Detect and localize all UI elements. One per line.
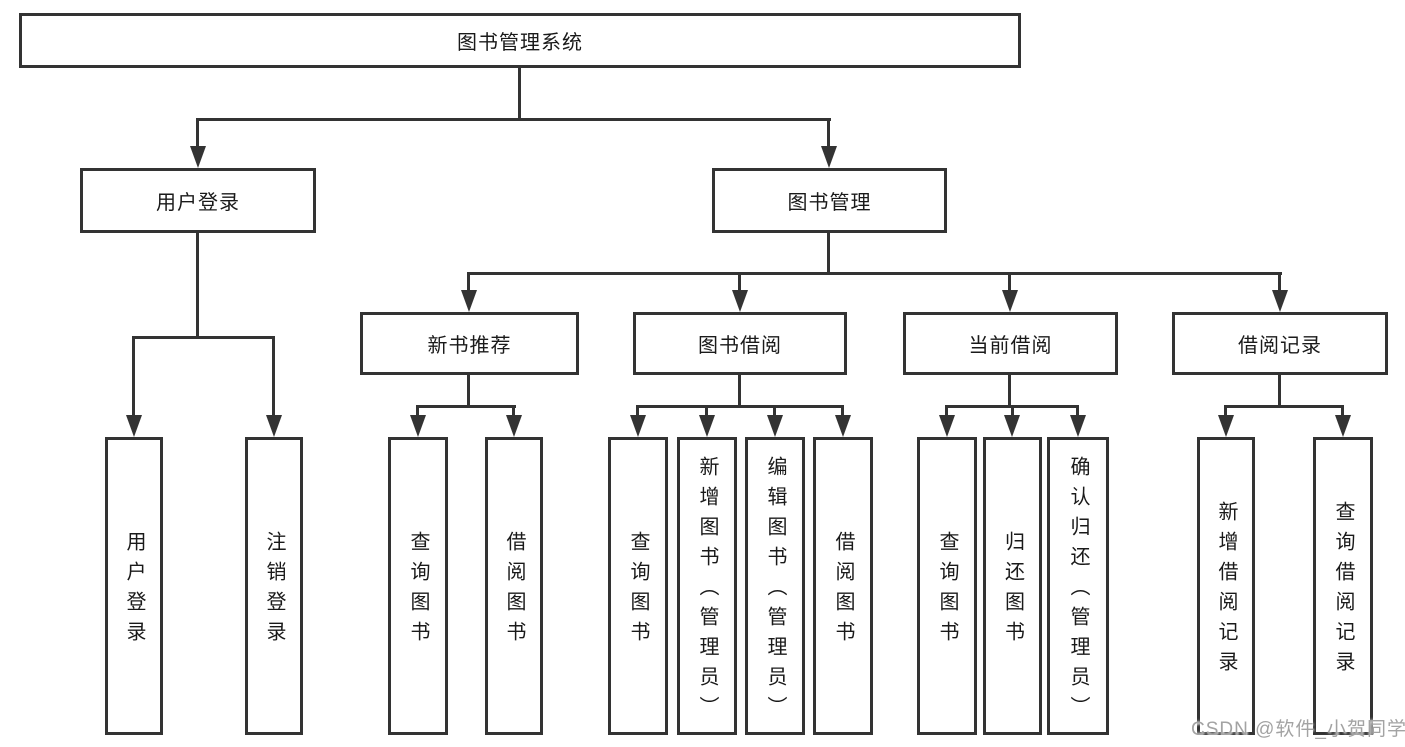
node-root: 图书管理系统 [19,13,1021,68]
connector-line [1278,272,1281,292]
connector-line [468,272,1282,275]
leaf-query-borrow-record: 查询借阅记录 [1313,437,1373,735]
connector-line [705,405,708,417]
connector-line [738,272,741,292]
arrowhead-down-icon [630,415,646,437]
connector-line [1008,272,1011,292]
leaf-edit-book-admin: 编辑图书（管理员） [745,437,805,735]
connector-line [272,336,275,417]
arrowhead-down-icon [1070,415,1086,437]
leaf-label: 归还图书 [1001,531,1024,651]
leaf-label: 查询图书 [936,531,958,651]
connector-line [637,405,844,408]
connector-line [196,118,831,121]
leaf-borrow-book-1: 借阅图书 [485,437,543,735]
leaf-confirm-return-admin: 确认归还（管理员） [1047,437,1109,735]
connector-line [827,118,830,150]
leaf-label: 查询图书 [407,531,429,651]
connector-line [1076,405,1079,417]
leaf-label: 新增借阅记录 [1215,501,1237,681]
connector-line [196,233,199,338]
arrowhead-down-icon [699,415,715,437]
leaf-label: 借阅图书 [503,531,525,651]
arrowhead-down-icon [1272,290,1288,312]
arrowhead-down-icon [835,415,851,437]
connector-line [1278,375,1281,407]
arrowhead-down-icon [939,415,955,437]
leaf-borrow-book-2: 借阅图书 [813,437,873,735]
connector-line [133,336,275,339]
arrowhead-down-icon [266,415,282,437]
connector-line [1225,405,1344,408]
leaf-logout: 注销登录 [245,437,303,735]
leaf-label: 借阅图书 [832,531,854,651]
leaf-label: 用户登录 [123,531,145,651]
csdn-watermark: CSDN @软件_小贺同学 [1191,719,1405,740]
arrowhead-down-icon [461,290,477,312]
connector-line [1008,375,1011,407]
connector-line [416,405,419,417]
connector-line [1011,405,1014,417]
connector-line [945,405,948,417]
leaf-label: 注销登录 [263,531,285,651]
leaf-return-book: 归还图书 [983,437,1042,735]
connector-line [417,405,516,408]
connector-line [467,272,470,292]
arrowhead-down-icon [506,415,522,437]
node-book-management: 图书管理 [712,168,947,233]
node-current-borrow: 当前借阅 [903,312,1118,375]
connector-line [518,68,521,120]
arrowhead-down-icon [1004,415,1020,437]
leaf-add-book-admin: 新增图书（管理员） [677,437,737,735]
leaf-query-book-3: 查询图书 [917,437,977,735]
connector-line [132,336,135,417]
connector-line [773,405,776,417]
connector-line [467,375,470,407]
connector-line [636,405,639,417]
arrowhead-down-icon [767,415,783,437]
arrowhead-down-icon [821,146,837,168]
node-borrow-record: 借阅记录 [1172,312,1388,375]
leaf-label: 新增图书（管理员） [696,456,718,726]
node-new-book-recommend: 新书推荐 [360,312,579,375]
arrowhead-down-icon [732,290,748,312]
leaf-user-login: 用户登录 [105,437,163,735]
connector-line [1224,405,1227,417]
leaf-query-book-2: 查询图书 [608,437,668,735]
arrowhead-down-icon [190,146,206,168]
leaf-label: 编辑图书（管理员） [764,456,786,726]
arrowhead-down-icon [1002,290,1018,312]
node-book-borrow: 图书借阅 [633,312,847,375]
connector-line [738,375,741,407]
leaf-label: 确认归还（管理员） [1067,456,1089,726]
leaf-label: 查询借阅记录 [1332,501,1354,681]
arrowhead-down-icon [1218,415,1234,437]
leaf-label: 查询图书 [627,531,649,651]
leaf-add-borrow-record: 新增借阅记录 [1197,437,1255,735]
connector-line [1341,405,1344,417]
connector-line [512,405,515,417]
connector-line [196,118,199,150]
node-user-login: 用户登录 [80,168,316,233]
connector-line [827,233,830,274]
arrowhead-down-icon [126,415,142,437]
arrowhead-down-icon [1335,415,1351,437]
connector-line [841,405,844,417]
leaf-query-book-1: 查询图书 [388,437,448,735]
arrowhead-down-icon [410,415,426,437]
